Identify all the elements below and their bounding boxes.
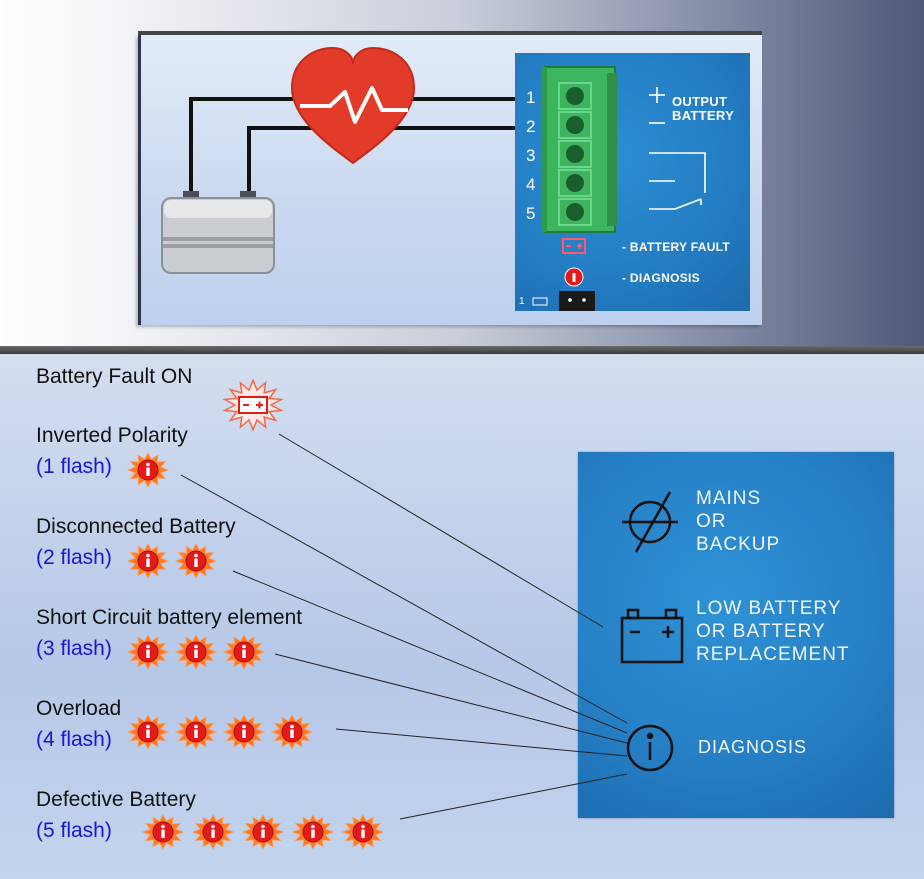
negative-wire: [247, 126, 517, 197]
diagnosis-flash-icon: [172, 633, 220, 671]
connector-graphic: [532, 66, 706, 311]
low-battery-label: LOW BATTERY OR BATTERY REPLACEMENT: [696, 598, 850, 665]
diagnosis-flash-icon: [124, 633, 172, 671]
jumper-label: 1: [519, 296, 525, 307]
flash-icons-4: [124, 713, 316, 751]
battery-fault-icon: [562, 238, 586, 254]
low-battery-icon: [620, 608, 684, 664]
diagnosis-flash-icon: [188, 813, 238, 851]
fault-title-short-circuit: Short Circuit battery element: [36, 606, 303, 629]
diagnosis-flash-icon: [268, 713, 316, 751]
legend-icons: [620, 491, 684, 772]
flash-count-1: (1 flash): [36, 455, 112, 478]
diagnosis-flash-icon: [124, 542, 172, 580]
section-divider: [0, 346, 924, 354]
legend-diagnosis-label: DIAGNOSIS: [698, 737, 808, 757]
flash-count-4: (4 flash): [36, 728, 112, 751]
diagnosis-flash-icon: [220, 633, 268, 671]
battery-icon: [161, 191, 275, 274]
panel-diagnosis-icon: [564, 267, 584, 287]
flash-icons-1: [124, 451, 172, 489]
flash-count-3: (3 flash): [36, 637, 112, 660]
mains-backup-icon: [622, 491, 678, 553]
battery-fault-burst-icon: [222, 378, 284, 432]
pin-number-1: 1: [526, 88, 536, 107]
diagnosis-flash-icon: [124, 713, 172, 751]
diagnosis-label: - DIAGNOSIS: [622, 271, 700, 285]
diagnosis-flash-icon: [124, 451, 172, 489]
diagnosis-flash-icon: [338, 813, 388, 851]
flash-icons-2: [124, 542, 220, 580]
flash-icons-5: [138, 813, 388, 851]
pin-number-3: 3: [526, 146, 536, 165]
diagnosis-flash-icon: [238, 813, 288, 851]
flash-icons-3: [124, 633, 268, 671]
diagnosis-flash-icon: [172, 542, 220, 580]
fault-title-inverted-polarity: Inverted Polarity: [36, 424, 188, 447]
diagnosis-flash-icon: [172, 713, 220, 751]
fault-title-disconnected-battery: Disconnected Battery: [36, 515, 236, 538]
output-battery-label: OUTPUT BATTERY: [672, 94, 735, 123]
diagnosis-icon: [626, 724, 674, 772]
mains-backup-label: MAINS OR BACKUP: [696, 488, 781, 555]
pin-number-5: 5: [526, 204, 536, 223]
fault-title-battery-fault-on: Battery Fault ON: [36, 365, 193, 388]
diagnosis-flash-icon: [288, 813, 338, 851]
fault-title-defective-battery: Defective Battery: [36, 788, 196, 811]
flash-count-5: (5 flash): [36, 819, 112, 842]
pin-number-4: 4: [526, 175, 536, 194]
battery-fault-label: - BATTERY FAULT: [622, 240, 731, 254]
diagnosis-flash-icon: [220, 713, 268, 751]
pin-number-2: 2: [526, 117, 536, 136]
fault-title-overload: Overload: [36, 697, 122, 720]
diagnosis-flash-icon: [138, 813, 188, 851]
flash-count-2: (2 flash): [36, 546, 112, 569]
heart-icon: [290, 46, 416, 165]
